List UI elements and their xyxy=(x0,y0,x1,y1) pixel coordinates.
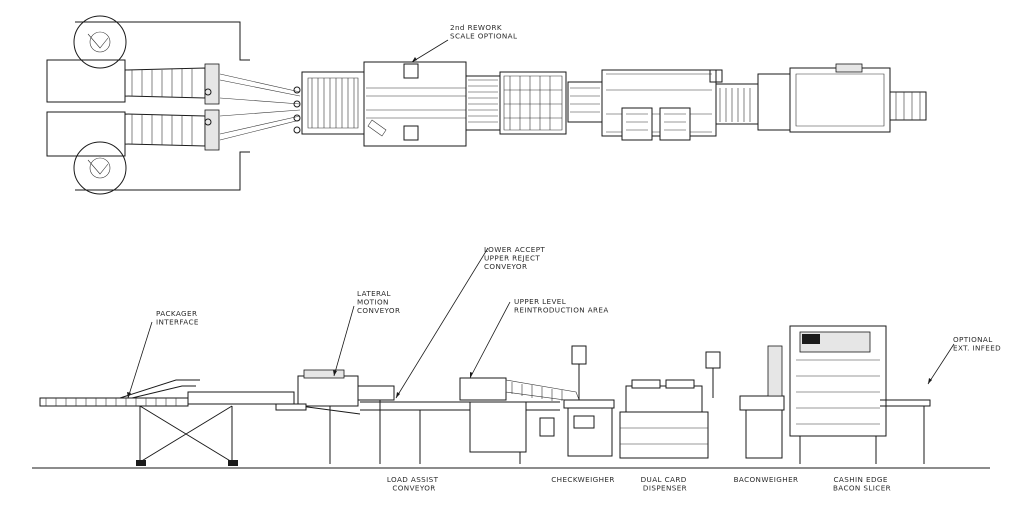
dual-card-unit xyxy=(619,379,709,459)
checkweigher-unit xyxy=(563,345,615,457)
packager-top-lower xyxy=(46,109,250,195)
packager-interface-unit xyxy=(39,379,295,466)
dual-card-label: DUAL CARD DISPENSER xyxy=(641,475,690,493)
plan-view xyxy=(46,15,927,195)
upper-level-label: UPPER LEVEL REINTRODUCTION AREA xyxy=(514,297,609,315)
lateral-motion-label: LATERAL MOTION CONVEYOR xyxy=(357,289,400,315)
baconweigher-unit xyxy=(705,345,785,459)
text-labels: 2nd REWORK SCALE OPTIONAL PACKAGER INTER… xyxy=(156,23,1001,493)
load-assist-label: LOAD ASSIST CONVEYOR xyxy=(387,475,441,493)
packager-top-upper xyxy=(46,15,250,105)
optional-infeed-label: OPTIONAL EXT. INFEED xyxy=(953,335,1001,353)
lateral-motion-unit xyxy=(275,369,395,464)
baconweigher-label: BACONWEIGHER xyxy=(734,475,799,484)
load-assist-unit xyxy=(360,401,560,464)
cashin-slicer-label: CASHIN EDGE BACON SLICER xyxy=(833,475,891,493)
lower-accept-label: LOWER ACCEPT UPPER REJECT CONVEYOR xyxy=(484,245,548,271)
elevation-view xyxy=(32,247,990,469)
reintroduction-area xyxy=(459,377,581,403)
slicer-unit xyxy=(789,325,931,464)
rework-scale-label: 2nd REWORK SCALE OPTIONAL xyxy=(450,23,517,41)
checkweigher-label: CHECKWEIGHER xyxy=(551,475,615,484)
packager-interface-label: PACKAGER INTERFACE xyxy=(156,309,200,327)
